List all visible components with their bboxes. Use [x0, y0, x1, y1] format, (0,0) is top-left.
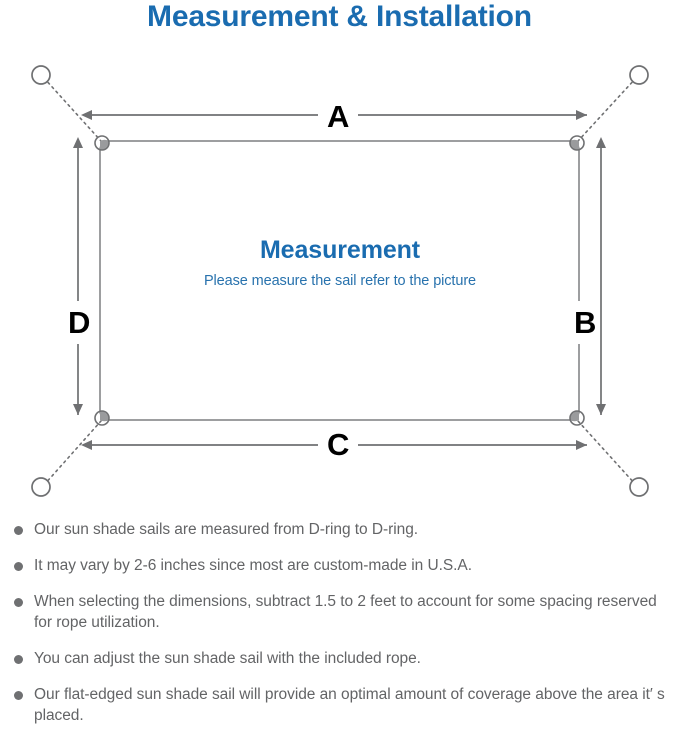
- list-item: It may vary by 2-6 inches since most are…: [0, 555, 679, 576]
- sail-label: Measurement: [259, 236, 421, 264]
- rope-top-left: [43, 77, 102, 142]
- anchor-bottom-left-icon: [31, 477, 51, 497]
- list-item: Our sun shade sails are measured from D-…: [0, 519, 679, 540]
- dimension-label-d: D: [66, 301, 93, 344]
- sail-body: [99, 140, 580, 421]
- d-ring-bottom-left-icon: [94, 410, 110, 426]
- anchor-bottom-right-icon: [629, 477, 649, 497]
- note-text: When selecting the dimensions, subtract …: [34, 593, 657, 631]
- list-item: You can adjust the sun shade sail with t…: [0, 648, 679, 669]
- note-text: You can adjust the sun shade sail with t…: [34, 650, 421, 667]
- rope-bottom-right: [577, 420, 637, 486]
- d-ring-top-right-icon: [569, 135, 585, 151]
- note-text: It may vary by 2-6 inches since most are…: [34, 557, 472, 574]
- bullet-icon: [14, 655, 23, 664]
- sail-caption: Measurement Please measure the sail refe…: [100, 235, 580, 292]
- shade-sail-measurement-diagram: A B C D Measurement Please measure the s…: [0, 45, 679, 515]
- anchor-top-left-icon: [31, 65, 51, 85]
- d-rings: [94, 135, 585, 426]
- note-text: Our sun shade sails are measured from D-…: [34, 521, 419, 538]
- anchor-top-right-icon: [629, 65, 649, 85]
- list-item: Our flat-edged sun shade sail will provi…: [0, 684, 679, 726]
- d-ring-top-left-icon: [94, 135, 110, 151]
- notes-list: Our sun shade sails are measured from D-…: [0, 519, 679, 741]
- diagram-svg: [31, 65, 649, 497]
- note-text: Our flat-edged sun shade sail will provi…: [34, 686, 665, 724]
- rope-top-right: [577, 77, 637, 142]
- bullet-icon: [14, 691, 23, 700]
- dimension-label-b: B: [572, 301, 599, 344]
- anchor-rings: [31, 65, 649, 497]
- dimension-label-c: C: [318, 429, 359, 460]
- bullet-icon: [14, 526, 23, 535]
- bullet-icon: [14, 562, 23, 571]
- page-title: Measurement & Installation: [147, 0, 532, 33]
- sail-sublabel: Please measure the sail refer to the pic…: [203, 273, 477, 289]
- rope-bottom-left: [43, 420, 102, 486]
- list-item: When selecting the dimensions, subtract …: [0, 591, 679, 633]
- bullet-icon: [14, 598, 23, 607]
- d-ring-bottom-right-icon: [569, 410, 585, 426]
- dimension-label-a: A: [318, 101, 359, 132]
- rope-lines: [43, 77, 637, 486]
